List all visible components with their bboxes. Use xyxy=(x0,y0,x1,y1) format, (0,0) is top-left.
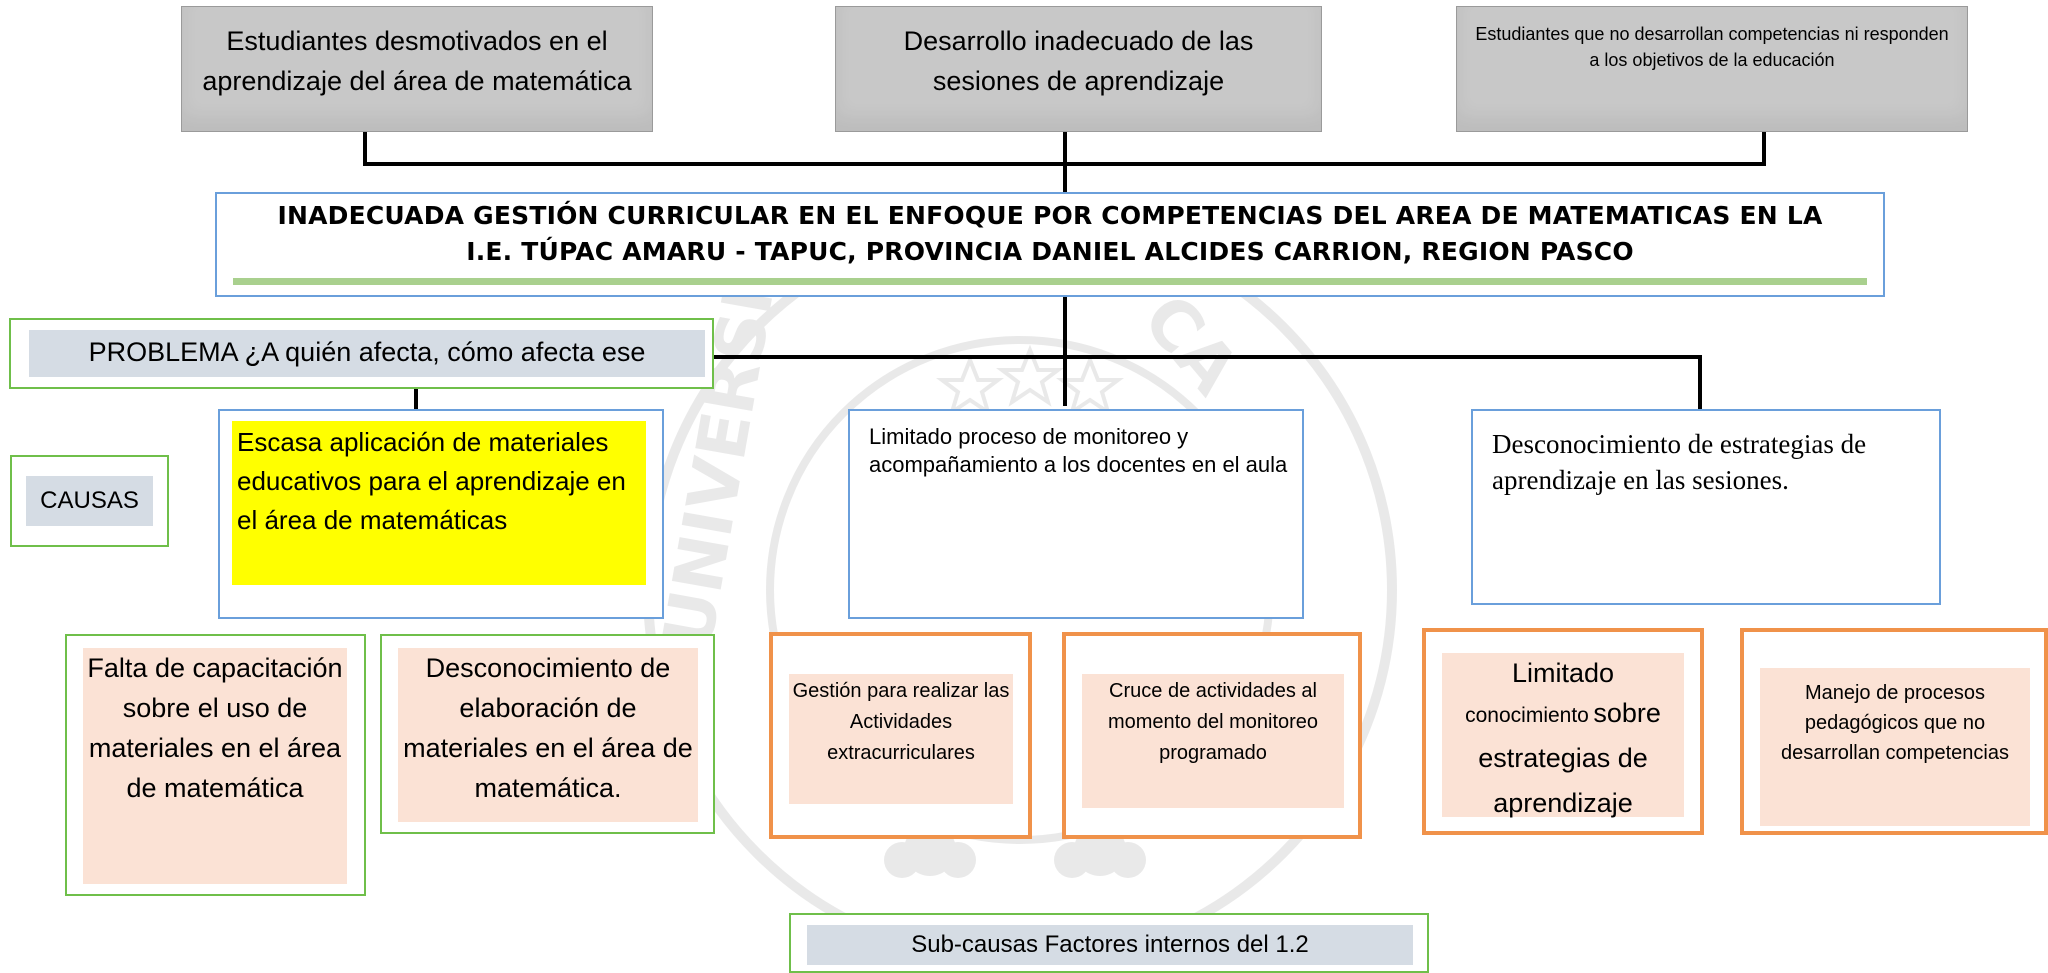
effect-1-text: Estudiantes desmotivados en el aprendiza… xyxy=(202,26,632,96)
problem-title-line-1: INADECUADA GESTIÓN CURRICULAR EN EL ENFO… xyxy=(277,201,1823,230)
cause-2-text: Limitado proceso de monitoreo y acompaña… xyxy=(869,424,1288,477)
effect-2-text: Desarrollo inadecuado de las sesiones de… xyxy=(903,26,1254,96)
cause-1-text: Escasa aplicación de materiales educativ… xyxy=(237,427,626,535)
subcause-2-text: Desconocimiento de elaboración de materi… xyxy=(403,653,693,803)
causes-hline xyxy=(714,355,1702,359)
problem-to-causes-connector xyxy=(1063,296,1067,406)
subcausas-label-text: Sub-causas Factores internos del 1.2 xyxy=(911,931,1309,958)
effect-box-3: Estudiantes que no desarrollan competenc… xyxy=(1456,6,1968,132)
effect-box-2: Desarrollo inadecuado de las sesiones de… xyxy=(835,6,1322,132)
effect2-connector xyxy=(1063,130,1067,192)
cause1-connector xyxy=(414,385,418,410)
subcause-5-text-b: conocimiento xyxy=(1465,704,1589,727)
cause-1-highlight xyxy=(232,421,646,585)
effect1-connector xyxy=(363,130,367,166)
central-problem-box: INADECUADA GESTIÓN CURRICULAR EN EL ENFO… xyxy=(215,192,1885,297)
problema-label-text: PROBLEMA ¿A quién afecta, cómo afecta es… xyxy=(88,337,646,367)
subcause-4-fill: Cruce de actividades al momento del moni… xyxy=(1082,674,1344,808)
cause-3-text: Desconocimiento de estrategias de aprend… xyxy=(1492,429,1867,495)
subcause-box-5: Limitado conocimiento sobre estrategias … xyxy=(1422,628,1704,835)
cause-box-1: Escasa aplicación de materiales educativ… xyxy=(218,409,664,619)
subcausas-label-tag: Sub-causas Factores internos del 1.2 xyxy=(807,925,1413,965)
svg-text:CA: CA xyxy=(1127,280,1254,410)
problema-label-box: PROBLEMA ¿A quién afecta, cómo afecta es… xyxy=(9,318,714,389)
subcause-3-text: Gestión para realizar las Actividades ex… xyxy=(792,680,1010,764)
causas-label-text: CAUSAS xyxy=(40,487,139,514)
subcause-6-text: Manejo de procesos pedagógicos que no de… xyxy=(1781,682,2009,764)
cause-box-2: Limitado proceso de monitoreo y acompaña… xyxy=(848,409,1304,619)
effect3-connector xyxy=(1762,130,1766,166)
effect-3-text: Estudiantes que no desarrollan competenc… xyxy=(1475,24,1949,70)
subcause-box-3: Gestión para realizar las Actividades ex… xyxy=(769,632,1032,839)
subcause-box-4: Cruce de actividades al momento del moni… xyxy=(1062,632,1362,839)
subcause-5-fill: Limitado conocimiento sobre estrategias … xyxy=(1442,653,1684,818)
subcause-1-text: Falta de capacitación sobre el uso de ma… xyxy=(87,653,343,803)
subcause-box-2: Desconocimiento de elaboración de materi… xyxy=(380,634,715,834)
subcause-box-6: Manejo de procesos pedagógicos que no de… xyxy=(1740,628,2048,835)
problem-underline xyxy=(233,278,1867,285)
problema-label-tag xyxy=(29,330,705,377)
subcause-4-text: Cruce de actividades al momento del moni… xyxy=(1107,680,1319,764)
causas-label-box: CAUSAS xyxy=(10,455,169,547)
effect-box-1: Estudiantes desmotivados en el aprendiza… xyxy=(181,6,653,132)
subcause-3-fill: Gestión para realizar las Actividades ex… xyxy=(789,674,1013,804)
subcausas-label-box: Sub-causas Factores internos del 1.2 xyxy=(789,913,1429,973)
subcause-5-text-a: Limitado xyxy=(1511,658,1615,688)
subcause-1-fill: Falta de capacitación sobre el uso de ma… xyxy=(83,648,347,884)
subcause-6-fill: Manejo de procesos pedagógicos que no de… xyxy=(1760,668,2030,826)
problem-title-line-2: I.E. TÚPAC AMARU - TAPUC, PROVINCIA DANI… xyxy=(466,237,1634,266)
subcause-5-text-c: sobre estrategias de aprendizaje xyxy=(1478,698,1661,818)
cause3-connector xyxy=(1698,355,1702,409)
problema-label-cut xyxy=(11,377,712,387)
subcause-box-1: Falta de capacitación sobre el uso de ma… xyxy=(65,634,366,896)
subcause-2-fill: Desconocimiento de elaboración de materi… xyxy=(398,648,698,822)
cause-box-3: Desconocimiento de estrategias de aprend… xyxy=(1471,409,1941,605)
causas-label-tag: CAUSAS xyxy=(26,476,153,526)
